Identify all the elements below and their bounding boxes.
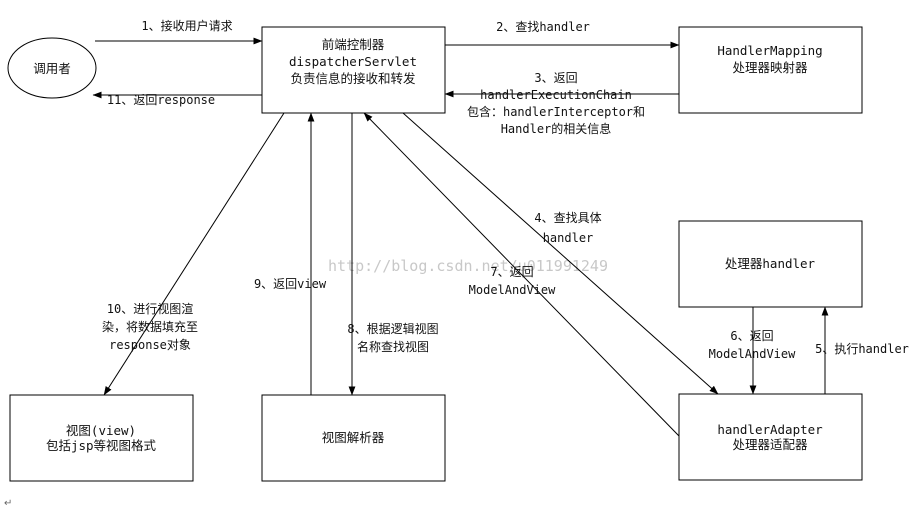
handler-mapping-box bbox=[678, 26, 863, 114]
edge-6-label-line-2: ModelAndView bbox=[709, 347, 796, 361]
edge-8-label-line-1: 8、根据逻辑视图 bbox=[347, 321, 438, 336]
paragraph-return-mark: ↵ bbox=[4, 498, 12, 509]
view-resolver-box bbox=[261, 394, 446, 482]
edge-10-label-line-2: 染，将数据填充至 bbox=[102, 319, 198, 334]
edge-6-label-line-1: 6、返回 bbox=[730, 329, 773, 343]
caller-ellipse bbox=[7, 37, 97, 99]
edge-1-label: 1、接收用户请求 bbox=[141, 18, 232, 33]
edge-labels: 1、接收用户请求 2、查找handler 3、返回 handlerExecuti… bbox=[102, 18, 909, 361]
view-line-1: 视图(view) bbox=[66, 423, 136, 438]
edges bbox=[92, 37, 829, 437]
view-box bbox=[9, 394, 194, 482]
edge-2-label: 2、查找handler bbox=[496, 20, 590, 34]
node-labels: 调用者 前端控制器 dispatcherServlet 负责信息的接收和转发 H… bbox=[33, 37, 823, 453]
handler-mapping-line-1: HandlerMapping bbox=[717, 43, 822, 58]
dispatcher-line-1: 前端控制器 bbox=[322, 37, 385, 52]
view-resolver-line-1: 视图解析器 bbox=[322, 430, 385, 445]
handler-adapter-line-1: handlerAdapter bbox=[717, 422, 823, 437]
edge-3-label-line-2: handlerExecutionChain bbox=[480, 88, 632, 102]
handler-line-1: 处理器handler bbox=[725, 256, 816, 271]
edge-10-label-line-3: response对象 bbox=[109, 338, 191, 352]
edge-8-label-line-2: 名称查找视图 bbox=[357, 339, 429, 354]
edge-3-label-line-4: Handler的相关信息 bbox=[501, 121, 612, 136]
edge-9-label: 9、返回view bbox=[254, 277, 327, 291]
dispatcher-line-3: 负责信息的接收和转发 bbox=[290, 71, 416, 86]
handler-mapping-line-2: 处理器映射器 bbox=[732, 60, 808, 75]
dispatcher-line-2: dispatcherServlet bbox=[289, 54, 417, 69]
handler-adapter-box bbox=[678, 393, 863, 481]
edge-5-label: 5、执行handler bbox=[815, 342, 909, 356]
watermark: http://blog.csdn.net/u011991249 bbox=[328, 257, 608, 275]
edge-11-label: 11、返回response bbox=[107, 93, 215, 107]
edge-7-arrow bbox=[363, 112, 680, 437]
edge-10-arrow bbox=[103, 112, 285, 396]
dispatcher-servlet-box bbox=[261, 26, 446, 114]
handler-box bbox=[678, 220, 863, 308]
edge-7-label-line-1: 7、返回 bbox=[490, 265, 533, 279]
caller-label: 调用者 bbox=[33, 61, 71, 76]
edge-3-label-line-1: 3、返回 bbox=[534, 71, 577, 85]
edge-10-label-line-1: 10、进行视图渲 bbox=[107, 301, 193, 316]
view-line-2: 包括jsp等视图格式 bbox=[46, 438, 157, 453]
edge-7-label-line-2: ModelAndView bbox=[469, 283, 556, 297]
edge-4-label-line-1: 4、查找具体 bbox=[534, 211, 601, 225]
nodes bbox=[7, 26, 863, 482]
edge-4-label-line-2: handler bbox=[543, 231, 594, 245]
edge-3-label-line-3: 包含：handlerInterceptor和 bbox=[467, 104, 645, 119]
edge-4-arrow bbox=[402, 112, 719, 395]
handler-adapter-line-2: 处理器适配器 bbox=[732, 437, 808, 452]
